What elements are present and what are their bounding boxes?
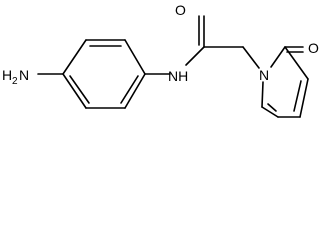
amine-h: H [2, 67, 12, 83]
amine-n: N [19, 67, 29, 83]
benzene-ring [62, 39, 146, 109]
chemical-structure-diagram: H 2 N NH O N O [2, 2, 319, 118]
bond [124, 39, 146, 75]
ring-nitrogen-label: N [259, 67, 269, 83]
pyridone-ring [261, 46, 309, 118]
bond [261, 106, 279, 118]
amine-label: H 2 N [2, 67, 29, 87]
double-bond-inner [69, 75, 90, 104]
double-bond-inner [120, 75, 139, 104]
amine-subscript: 2 [12, 76, 18, 87]
double-bond-inner [267, 103, 277, 112]
ch2-ring-n-bond [242, 46, 260, 69]
bond [299, 78, 309, 118]
double-bond-inner [293, 80, 302, 112]
ring-oxygen-label: O [308, 40, 319, 56]
amide-nh-label: NH [168, 68, 188, 84]
bond [62, 73, 87, 109]
bond [261, 81, 264, 108]
bond [124, 73, 146, 109]
nh-carbonyl-bond [185, 46, 205, 66]
amide-oxygen-label: O [175, 2, 186, 18]
bond [62, 39, 87, 75]
bond [270, 46, 286, 68]
